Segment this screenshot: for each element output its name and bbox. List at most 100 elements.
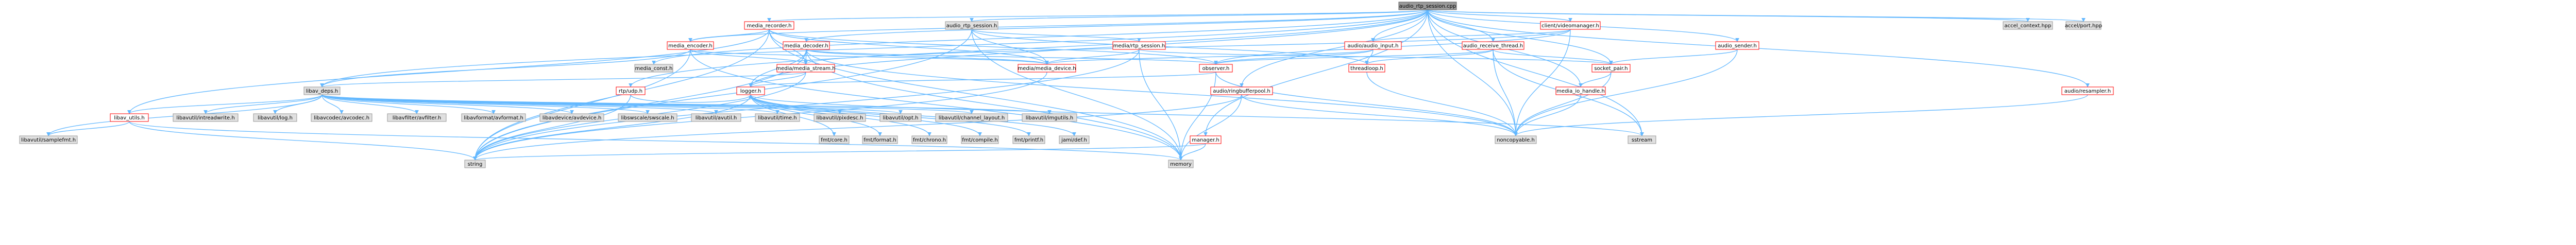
node-box (1344, 41, 1402, 50)
edge-libav_utils_h-to-memory (129, 121, 1183, 161)
edge-libav_deps_h-to-libav_utils_h (127, 94, 323, 114)
node-box (862, 135, 898, 144)
edge-media_recorder_h-to-media_encoder_h (688, 29, 770, 42)
node-box (1398, 2, 1457, 10)
node-box (1715, 41, 1759, 50)
edge-libav_utils_h-to-string (129, 121, 477, 161)
edge-client_videomanager_h-to-noncopyable_h (1514, 29, 1571, 136)
node-label: audio_receive_thread.h (1463, 43, 1523, 49)
node-box (935, 113, 1008, 122)
node-libavutil-imgutils-h: libavutil/imgutils.h (1022, 113, 1077, 122)
node-audio-resampler-h[interactable]: audio/resampler.h (2061, 86, 2114, 95)
node-box (783, 41, 830, 50)
edge-libav_deps_h-to-libswscale_swscale_h (321, 94, 650, 114)
node-label: noncopyable.h (1497, 137, 1535, 143)
node-label: fmt/compile.h (962, 137, 997, 143)
node-media-media-stream-h[interactable]: media/media_stream.h (776, 64, 836, 73)
node-observer-h[interactable]: observer.h (1199, 64, 1233, 73)
node-client-videomanager-h[interactable]: client/videomanager.h (1540, 21, 1601, 30)
node-box (744, 21, 794, 30)
node-box (911, 135, 947, 144)
node-label: libavutil/imgutils.h (1026, 115, 1074, 121)
node-box (2065, 21, 2102, 30)
edge-manager_h-to-memory (1179, 143, 1206, 161)
node-box (1591, 64, 1631, 73)
edge-libav_deps_h-to-libavfilter_avfilter_h (321, 94, 419, 114)
node-label: libavutil/channel_layout.h (939, 115, 1005, 121)
node-label: audio/audio_input.h (1347, 43, 1398, 49)
edge-media_encoder_h-to-media_media_stream_h (690, 49, 808, 65)
node-box (945, 21, 998, 30)
edge-libav_utils_h-to-libavutil_samplefmt_h (46, 121, 130, 136)
node-box (253, 113, 297, 122)
node-box (303, 86, 341, 95)
edge-audio_rtp_session_cpp-to-audio_rtp_session_h (970, 9, 1428, 22)
node-label: client/videomanager.h (1541, 23, 1599, 29)
node-mediartp-session-h[interactable]: media/rtp_session.h (1112, 41, 1166, 50)
node-box (2003, 21, 2053, 30)
node-manager-h[interactable]: manager.h (1190, 135, 1222, 144)
node-box (814, 113, 866, 122)
node-label: audio_rtp_session.h (946, 23, 997, 29)
node-noncopyable-h: noncopyable.h (1495, 135, 1537, 144)
node-rtp-udp-h[interactable]: rtp/udp.h (616, 86, 646, 95)
node-libav-deps-h: libav_deps.h (303, 86, 341, 95)
edge-audio_rtp_session_cpp-to-logger_h (749, 9, 1428, 87)
node-media-media-device-h[interactable]: media/media_device.h (1018, 64, 1076, 73)
edge-libav_deps_h-to-libavformat_avformat_h (321, 94, 496, 114)
node-box (634, 64, 673, 73)
node-label: accel_context.hpp (2005, 23, 2052, 29)
node-media-recorder-h[interactable]: media_recorder.h (744, 21, 794, 30)
node-audio-receive-thread-h[interactable]: audio_receive_thread.h (1462, 41, 1524, 50)
edge-libav_deps_h-to-libavcodec_avcodec_h (321, 94, 344, 114)
node-string: string (464, 160, 486, 168)
node-label: accel/port.hpp (2065, 23, 2102, 29)
edge-audio_sender_h-to-socket_pair_h (1609, 49, 1738, 65)
edge-audio_rtp_session_h-to-media_media_device_h (971, 29, 1049, 65)
node-label: threadloop.h (1350, 66, 1383, 72)
node-label: media_recorder.h (747, 23, 792, 29)
node-audio-sender-h[interactable]: audio_sender.h (1715, 41, 1759, 50)
node-audio-audio-input-h[interactable]: audio/audio_input.h (1344, 41, 1402, 50)
node-audio-rtp-session-cpp: audio_rtp_session.cpp (1398, 2, 1457, 10)
node-libavutil-log-h: libavutil/log.h (253, 113, 297, 122)
node-box (667, 41, 714, 50)
node-media-io-handle-h[interactable]: media_io_handle.h (1555, 86, 1606, 95)
node-threadloop-h[interactable]: threadloop.h (1348, 64, 1385, 73)
edge-audio_receive_thread_h-to-socket_pair_h (1493, 49, 1613, 65)
node-label: libavcodec/avcodec.h (314, 115, 369, 121)
node-libavutil-time-h: libavutil/time.h (755, 113, 800, 122)
edge-socket_pair_h-to-media_io_handle_h (1579, 72, 1612, 87)
edge-audio_receive_thread_h-to-observer_h (1214, 49, 1494, 65)
node-media-encoder-h[interactable]: media_encoder.h (667, 41, 714, 50)
node-label: libavutil/intreadwrite.h (176, 115, 234, 121)
node-box (2061, 86, 2114, 95)
node-socket-pair-h[interactable]: socket_pair.h (1591, 64, 1631, 73)
node-fmt-core-h: fmt/core.h (819, 135, 850, 144)
node-libav-utils-h[interactable]: libav_utils.h (110, 113, 149, 122)
edge-mediartp_session_h-to-string (473, 49, 1140, 161)
edge-audio_rtp_session_cpp-to-manager_h (1204, 9, 1428, 136)
node-memory: memory (1168, 160, 1194, 168)
node-media-decoder-h[interactable]: media_decoder.h (783, 41, 830, 50)
node-label: libavutil/opt.h (883, 115, 918, 121)
node-label: fmt/core.h (821, 137, 848, 143)
edge-media_decoder_h-to-media_media_device_h (806, 49, 1049, 65)
edge-audio_rtp_session_cpp-to-socket_pair_h (1427, 9, 1613, 65)
node-audio-ringbufferpool-h[interactable]: audio/ringbufferpool.h (1210, 86, 1273, 95)
node-box (1199, 64, 1233, 73)
edge-media_encoder_h-to-media_media_device_h (690, 49, 1049, 65)
node-box (461, 113, 526, 122)
node-box (961, 135, 999, 144)
node-box (618, 113, 677, 122)
node-box (1059, 135, 1090, 144)
node-label: libavutil/pixdesc.h (817, 115, 863, 121)
edge-media_recorder_h-to-memory (769, 29, 1183, 161)
edge-rtp_udp_h-to-logger_h (630, 94, 753, 103)
edge-audio_rtp_session_h-to-memory (971, 29, 1183, 161)
node-logger-h[interactable]: logger.h (736, 86, 765, 95)
node-label: fmt/chrono.h (913, 137, 946, 143)
node-label: audio/ringbufferpool.h (1213, 89, 1270, 94)
node-label: media/rtp_session.h (1113, 43, 1165, 49)
